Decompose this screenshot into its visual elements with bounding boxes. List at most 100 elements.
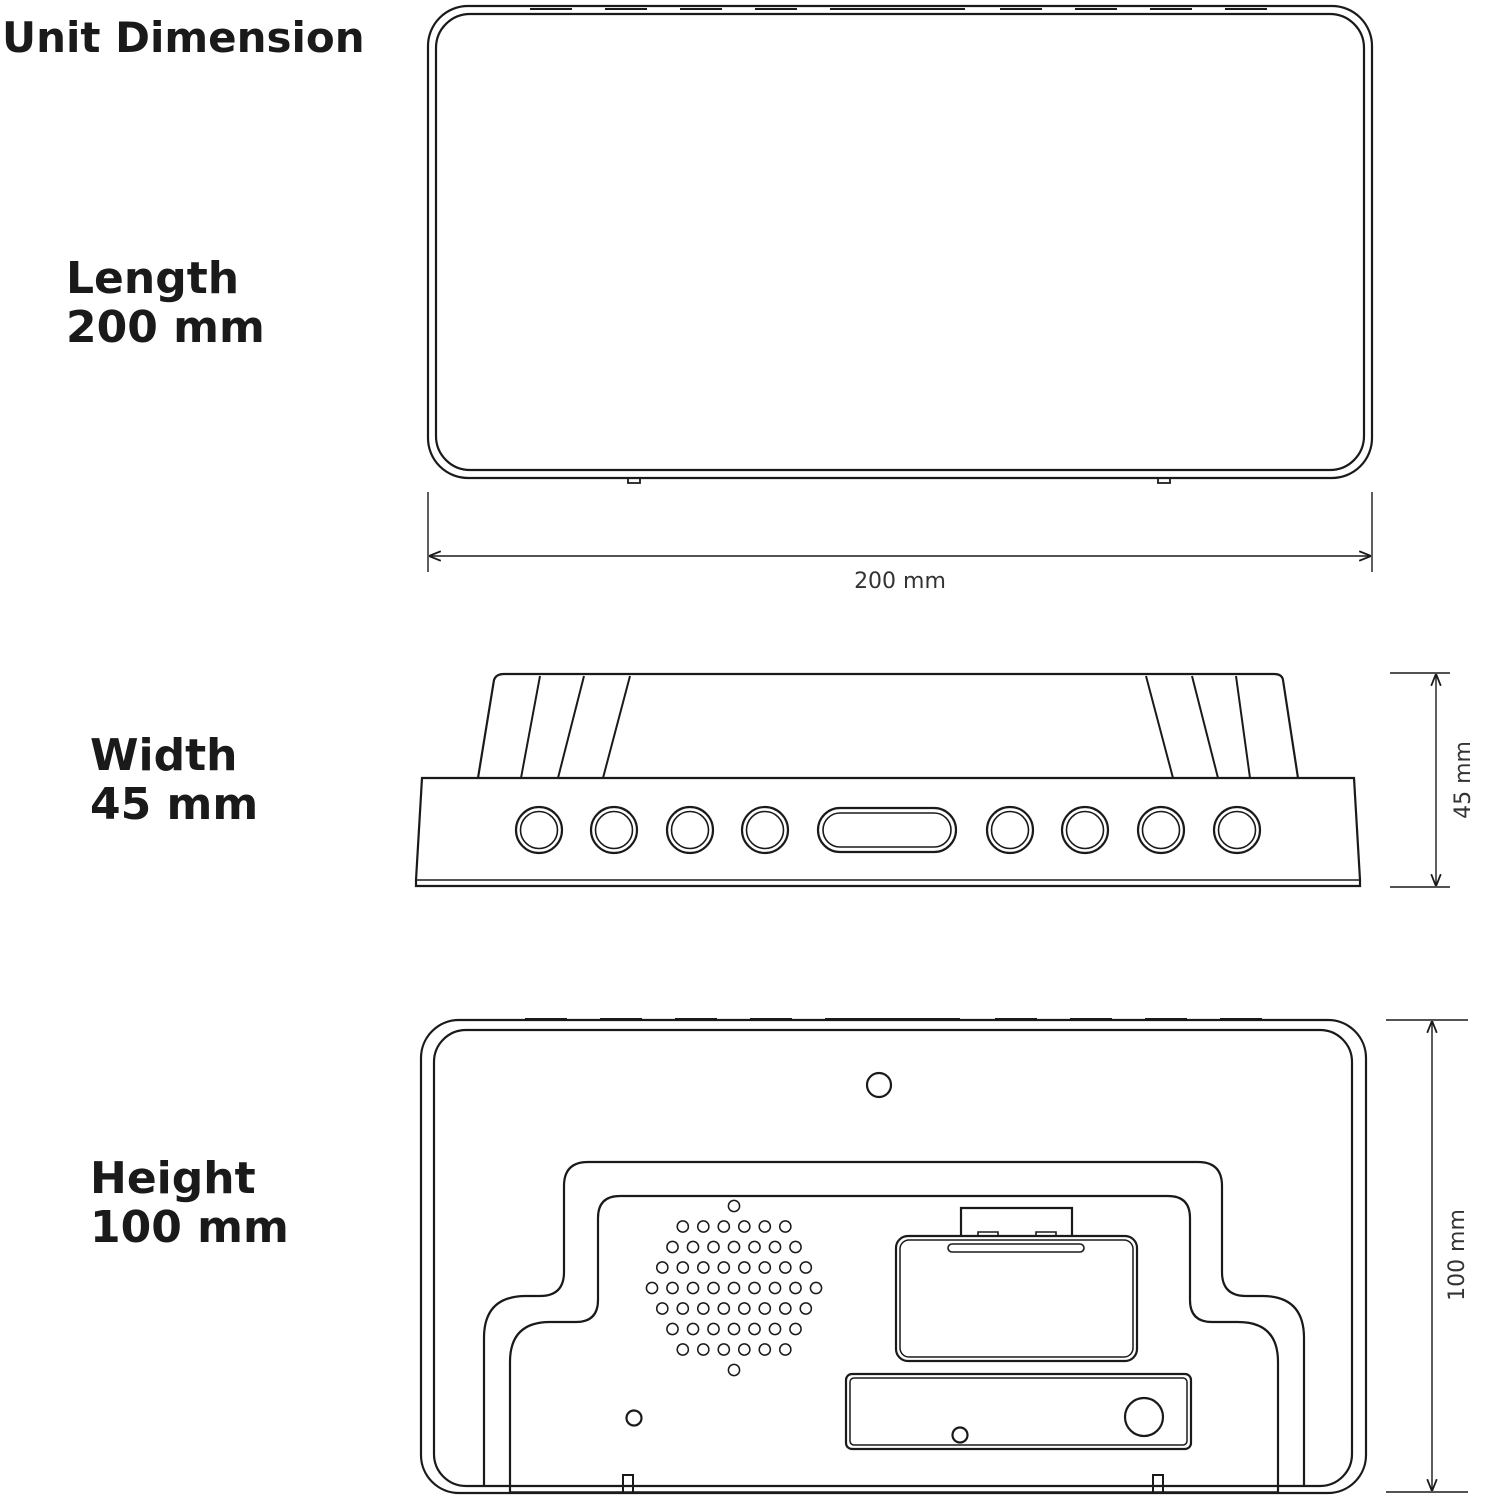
speaker-hole <box>799 1261 813 1274</box>
speaker-hole <box>707 1281 720 1295</box>
width-dimension-text: 45 mm <box>1451 741 1476 819</box>
height-dimension-text: 100 mm <box>1445 1209 1470 1301</box>
speaker-hole <box>717 1261 731 1274</box>
speaker-hole <box>666 1281 679 1295</box>
back-view <box>419 1018 1368 1495</box>
stand-inner-outline <box>508 1194 1280 1492</box>
stand-outer-outline <box>482 1160 1306 1486</box>
speaker-hole <box>758 1220 772 1233</box>
speaker-hole <box>737 1343 751 1356</box>
length-label-name: Length <box>66 253 240 304</box>
top-view <box>414 672 1362 888</box>
speaker-hole <box>748 1281 761 1295</box>
speaker-hole <box>758 1343 772 1356</box>
length-dimension-text: 200 mm <box>854 569 946 594</box>
button-7 <box>1136 805 1186 855</box>
usb-port-round <box>1123 1396 1165 1438</box>
speaker-hole <box>778 1220 792 1233</box>
speaker-hole <box>727 1322 741 1336</box>
speaker-hole <box>676 1343 690 1356</box>
snooze-bar <box>816 806 958 854</box>
speaker-hole <box>666 1322 679 1336</box>
speaker-hole <box>737 1220 751 1233</box>
back-outer-frame <box>419 1018 1368 1495</box>
right-stripes <box>1145 675 1251 779</box>
front-view <box>426 4 1374 484</box>
length-label: Length 200 mm <box>66 254 265 353</box>
speaker-hole <box>727 1240 741 1254</box>
front-feet <box>627 478 1171 484</box>
speaker-hole <box>778 1343 792 1356</box>
speaker-hole <box>696 1220 710 1233</box>
front-outer-frame <box>426 4 1374 480</box>
width-dimension-line <box>1390 672 1450 888</box>
back-feet <box>622 1474 1164 1493</box>
speaker-hole <box>727 1199 741 1213</box>
wall-hanging-hole <box>865 1071 893 1099</box>
speaker-hole <box>717 1220 731 1233</box>
speaker-hole <box>727 1281 741 1295</box>
width-label: Width 45 mm <box>90 731 258 830</box>
speaker-hole <box>758 1261 772 1274</box>
speaker-hole <box>676 1302 690 1315</box>
speaker-hole <box>696 1302 710 1315</box>
speaker-hole <box>778 1261 792 1274</box>
speaker-hole <box>789 1240 802 1254</box>
speaker-hole <box>676 1220 690 1233</box>
height-dimension-line <box>1386 1019 1468 1493</box>
speaker-hole <box>768 1322 782 1336</box>
rear-panel <box>844 1372 1193 1451</box>
speaker-hole <box>737 1261 751 1274</box>
speaker-hole <box>717 1343 731 1356</box>
speaker-hole <box>727 1363 741 1377</box>
button-1 <box>514 805 564 855</box>
button-6 <box>1060 805 1110 855</box>
front-inner-frame <box>434 12 1366 472</box>
speaker-hole <box>748 1240 761 1254</box>
speaker-hole <box>645 1281 659 1295</box>
top-view-display <box>476 672 1300 779</box>
speaker-hole <box>748 1322 761 1336</box>
button-3 <box>665 805 715 855</box>
length-dimension-line <box>427 492 1373 572</box>
speaker-hole <box>676 1261 690 1274</box>
speaker-grille <box>645 1199 823 1377</box>
speaker-hole <box>758 1302 772 1315</box>
reset-hole <box>951 1426 969 1444</box>
speaker-hole <box>655 1302 669 1315</box>
back-inner-frame <box>432 1028 1354 1488</box>
width-label-name: Width <box>90 730 238 781</box>
height-label-name: Height <box>90 1153 256 1204</box>
height-label: Height 100 mm <box>90 1154 289 1253</box>
speaker-hole <box>768 1240 782 1254</box>
speaker-hole <box>717 1302 731 1315</box>
speaker-hole <box>686 1281 700 1295</box>
speaker-hole <box>707 1240 720 1254</box>
speaker-hole <box>789 1322 802 1336</box>
speaker-hole <box>789 1281 802 1295</box>
button-4 <box>740 805 790 855</box>
screw-hole <box>625 1409 643 1427</box>
top-buttons <box>514 805 1262 855</box>
button-5 <box>985 805 1035 855</box>
width-label-value: 45 mm <box>90 779 259 831</box>
speaker-hole <box>707 1322 720 1336</box>
height-label-value: 100 mm <box>90 1202 289 1254</box>
speaker-hole <box>686 1240 700 1254</box>
left-stripes <box>520 675 631 779</box>
speaker-hole <box>768 1281 782 1295</box>
battery-compartment <box>894 1206 1139 1363</box>
speaker-hole <box>666 1240 679 1254</box>
speaker-hole <box>809 1281 823 1295</box>
speaker-hole <box>696 1343 710 1356</box>
length-label-value: 200 mm <box>66 302 265 354</box>
button-2 <box>589 805 639 855</box>
speaker-hole <box>778 1302 792 1315</box>
speaker-hole <box>696 1261 710 1274</box>
button-8 <box>1212 805 1262 855</box>
speaker-hole <box>737 1302 751 1315</box>
speaker-hole <box>799 1302 813 1315</box>
speaker-hole <box>686 1322 700 1336</box>
speaker-hole <box>655 1261 669 1274</box>
